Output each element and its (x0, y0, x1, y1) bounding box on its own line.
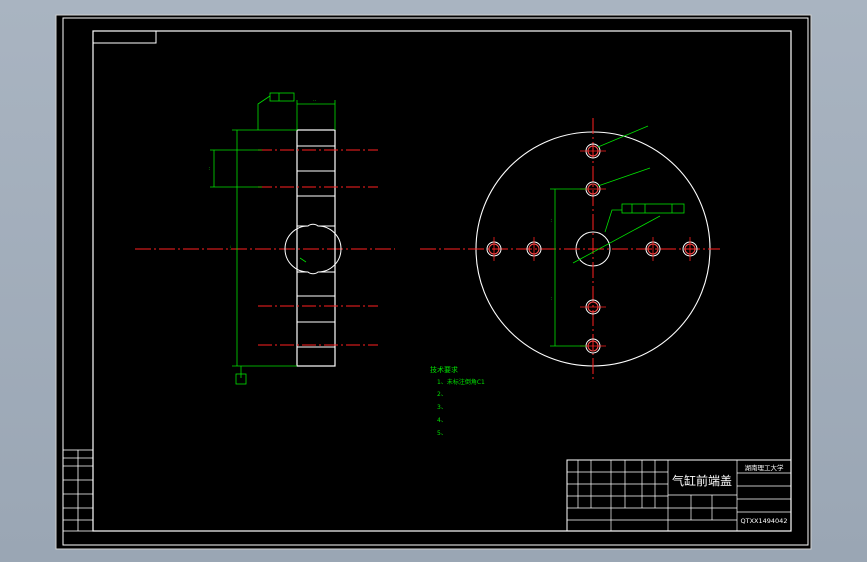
title-block[interactable]: 气缸前端盖 湖南理工大学 QTXX1494042 (566, 459, 792, 532)
dim-text-front-a: ·· (549, 218, 555, 222)
technical-notes: 技术要求 1、未标注倒角C1 2、 3、 4、 5、 (430, 365, 485, 437)
note-item-1: 1、未标注倒角C1 (437, 378, 485, 386)
dim-text-hole-pitch: ·· (207, 166, 213, 170)
note-item-4: 4、 (437, 417, 447, 424)
school-name: 湖南理工大学 (745, 463, 785, 472)
drawing-sheet (55, 14, 812, 550)
note-item-3: 3、 (437, 404, 447, 411)
front-view-dimensions (550, 125, 685, 347)
notes-heading: 技术要求 (430, 365, 458, 374)
corner-code-box (92, 30, 157, 44)
outer-border (62, 17, 809, 546)
side-view-body (296, 129, 336, 367)
drawing-number: QTXX1494042 (741, 517, 788, 525)
drawing-title: 气缸前端盖 (672, 473, 732, 488)
note-item-2: 2、 (437, 391, 447, 398)
inner-border (92, 30, 792, 532)
side-view[interactable]: ··· ·· ·· (135, 92, 395, 385)
dim-text-height: ··· (228, 245, 234, 250)
note-item-5: 5、 (437, 430, 447, 437)
dim-text-front-b: ·· (549, 296, 555, 300)
dim-text-thickness: ·· (313, 98, 317, 104)
front-view[interactable]: ·· ·· (420, 118, 720, 380)
side-view-dimensions (210, 92, 336, 385)
hole-crosshairs (493, 150, 691, 347)
left-margin-table (62, 449, 94, 532)
